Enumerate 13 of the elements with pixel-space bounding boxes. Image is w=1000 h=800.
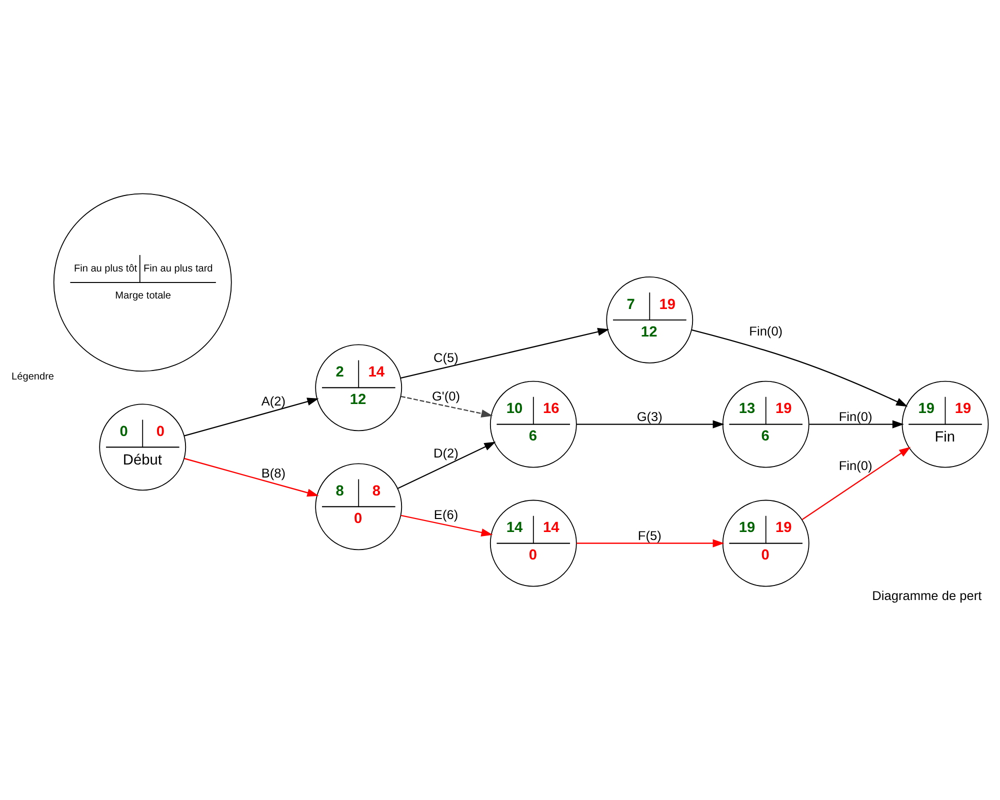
edge-label: E(6): [434, 506, 458, 522]
edge-label: G(3): [636, 408, 662, 424]
edge-label: C(5): [434, 350, 458, 365]
edge-label: A(2): [261, 392, 286, 408]
edge-label: Fin(0): [838, 458, 872, 473]
edge-label: G'(0): [432, 388, 460, 404]
edge-label: D(2): [434, 444, 458, 460]
edge-label: Fin(0): [749, 323, 783, 338]
edge-label: F(5): [638, 527, 662, 542]
edge-label: Fin(0): [838, 408, 872, 424]
edge-label: B(8): [261, 465, 286, 480]
node-label: Légendre: [12, 370, 54, 382]
caption: Diagramme de pert: [872, 588, 982, 603]
